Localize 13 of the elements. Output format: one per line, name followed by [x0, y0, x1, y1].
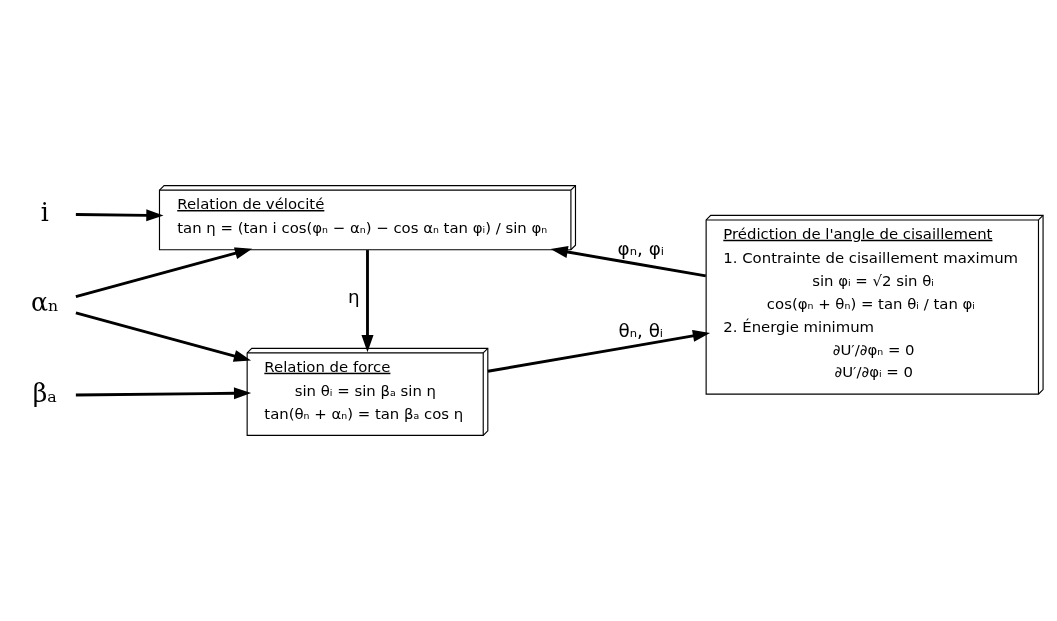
- edge-label: φₙ, φᵢ: [617, 238, 665, 260]
- node-text: αₙ: [30, 288, 59, 318]
- edge-label: θₙ, θᵢ: [618, 319, 664, 341]
- node-text: i: [40, 197, 49, 227]
- arrow: [75, 209, 164, 222]
- arrow: [487, 329, 711, 373]
- edge-label: η: [347, 286, 360, 308]
- arrow: [361, 250, 374, 353]
- node-text: βₐ: [32, 378, 58, 408]
- arrow: [75, 311, 252, 362]
- arrow: [75, 247, 253, 299]
- arrow: [550, 246, 707, 278]
- arrow: [75, 387, 252, 400]
